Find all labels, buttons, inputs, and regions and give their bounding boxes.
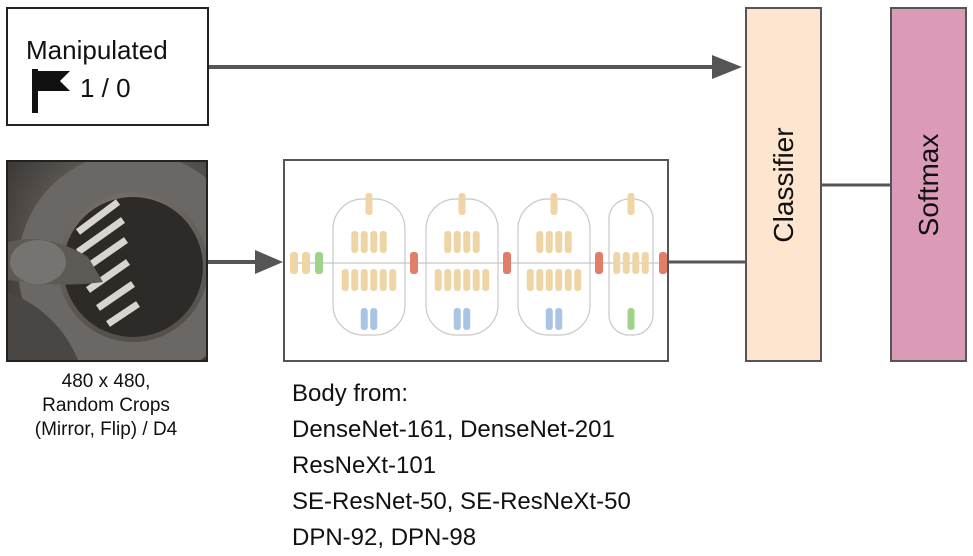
layer-block [550, 193, 558, 215]
layer-block [453, 308, 461, 330]
layer-block [632, 252, 640, 274]
layer-block [526, 269, 534, 291]
layer-block [389, 269, 397, 291]
layer-block [555, 231, 563, 253]
body-model-line: ResNeXt-101 [292, 452, 437, 479]
layer-block [545, 269, 553, 291]
layer-block [379, 269, 387, 291]
layer-block [458, 193, 466, 215]
input-image [6, 160, 208, 362]
body-heading: Body from: [292, 380, 409, 407]
layer-block [536, 269, 544, 291]
layer-block [503, 252, 511, 274]
layer-block [410, 252, 418, 274]
classifier-label: Classifier [767, 126, 799, 243]
flag-icon [32, 69, 70, 113]
layer-block [370, 269, 378, 291]
network-body-diagram [290, 193, 667, 336]
body-model-line: DPN-92, DPN-98 [292, 524, 477, 551]
layer-block [555, 308, 563, 330]
layer-block [627, 308, 635, 330]
layer-block [444, 231, 452, 253]
layer-block [564, 231, 572, 253]
layer-block [360, 269, 368, 291]
input-caption-line: 480 x 480, [61, 371, 151, 392]
layer-block [453, 231, 461, 253]
input-arrowhead [255, 250, 283, 274]
layer-block [463, 308, 471, 330]
network-blocks [290, 193, 667, 330]
layer-block [659, 252, 667, 274]
layer-block [574, 269, 582, 291]
layer-block [341, 269, 349, 291]
layer-block [370, 231, 378, 253]
layer-block [360, 308, 368, 330]
layer-block [453, 269, 461, 291]
input-caption-line: (Mirror, Flip) / D4 [34, 419, 178, 440]
body-description: Body from: DenseNet-161, DenseNet-201 Re… [292, 376, 631, 556]
layer-block [434, 269, 442, 291]
layer-block [472, 269, 480, 291]
network-body-box [283, 159, 669, 362]
input-caption: 480 x 480, Random Crops (Mirror, Flip) /… [0, 370, 212, 442]
layer-block [472, 231, 480, 253]
manipulated-label-box: Manipulated 1 / 0 [6, 7, 209, 126]
layer-block [545, 231, 553, 253]
layer-block [627, 193, 635, 215]
layer-block [555, 269, 563, 291]
body-model-line: SE-ResNet-50, SE-ResNeXt-50 [292, 488, 631, 515]
layer-block [315, 252, 323, 274]
layer-block [302, 252, 310, 274]
layer-block [360, 231, 368, 253]
layer-block [370, 308, 378, 330]
layer-block [463, 269, 471, 291]
input-photo [8, 162, 206, 360]
layer-block [290, 252, 298, 274]
manipulated-arrowhead [712, 55, 742, 79]
input-caption-line: Random Crops [42, 395, 170, 416]
layer-block [641, 252, 649, 274]
layer-block [595, 252, 603, 274]
classifier-block: Classifier [745, 7, 822, 362]
body-model-line: DenseNet-161, DenseNet-201 [292, 416, 615, 443]
layer-block [564, 269, 572, 291]
layer-block [463, 231, 471, 253]
layer-block [351, 231, 359, 253]
layer-block [444, 269, 452, 291]
layer-block [351, 269, 359, 291]
layer-block [482, 269, 490, 291]
softmax-label: Softmax [912, 133, 944, 236]
layer-block [622, 252, 630, 274]
layer-block [536, 231, 544, 253]
manipulated-value: 1 / 0 [80, 73, 131, 103]
layer-block [545, 308, 553, 330]
softmax-block: Softmax [890, 7, 967, 362]
manipulated-title: Manipulated [26, 35, 168, 65]
layer-block [379, 231, 387, 253]
layer-block [613, 252, 621, 274]
layer-block [365, 193, 373, 215]
